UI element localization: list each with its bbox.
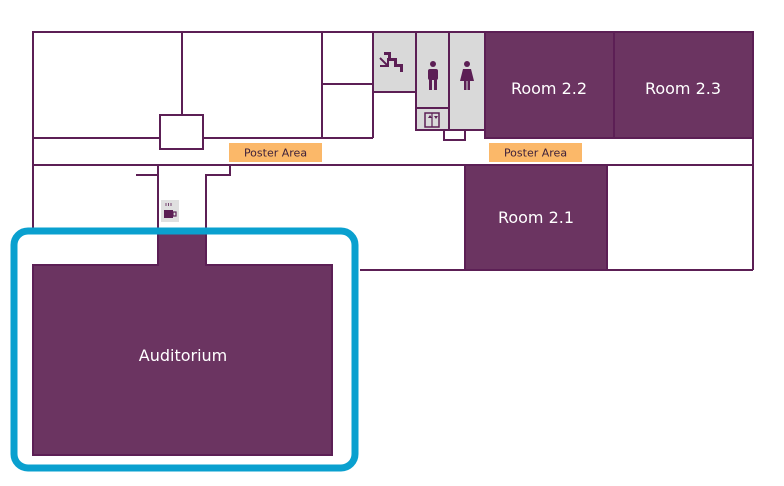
service-closet (443, 129, 466, 141)
auditorium-highlight-frame (10, 227, 359, 472)
room-2-2[interactable]: Room 2.2 (484, 31, 615, 139)
room-2-3[interactable]: Room 2.3 (613, 31, 754, 139)
stairs-icon (379, 52, 403, 72)
poster-area-left-label: Poster Area (244, 147, 307, 160)
auditorium[interactable]: Auditorium (32, 229, 333, 456)
room-2-1-label: Room 2.1 (498, 208, 574, 227)
service-block (372, 31, 486, 141)
womens-restroom-icon (460, 61, 474, 90)
coffee-icon (161, 200, 179, 222)
south-corridor-outline (32, 164, 159, 230)
mens-restroom-icon (428, 61, 438, 90)
auditorium-label: Auditorium (139, 346, 228, 365)
elevator-icon (424, 112, 440, 128)
room-2-2-label: Room 2.2 (511, 79, 587, 98)
poster-area-left[interactable]: Poster Area (229, 143, 322, 162)
poster-area-right-label: Poster Area (504, 147, 567, 160)
lobby-pillar (159, 114, 204, 150)
room-2-1[interactable]: Room 2.1 (464, 164, 608, 271)
poster-area-right[interactable]: Poster Area (489, 143, 582, 162)
room-2-3-label: Room 2.3 (645, 79, 721, 98)
wall-segment (205, 165, 231, 230)
